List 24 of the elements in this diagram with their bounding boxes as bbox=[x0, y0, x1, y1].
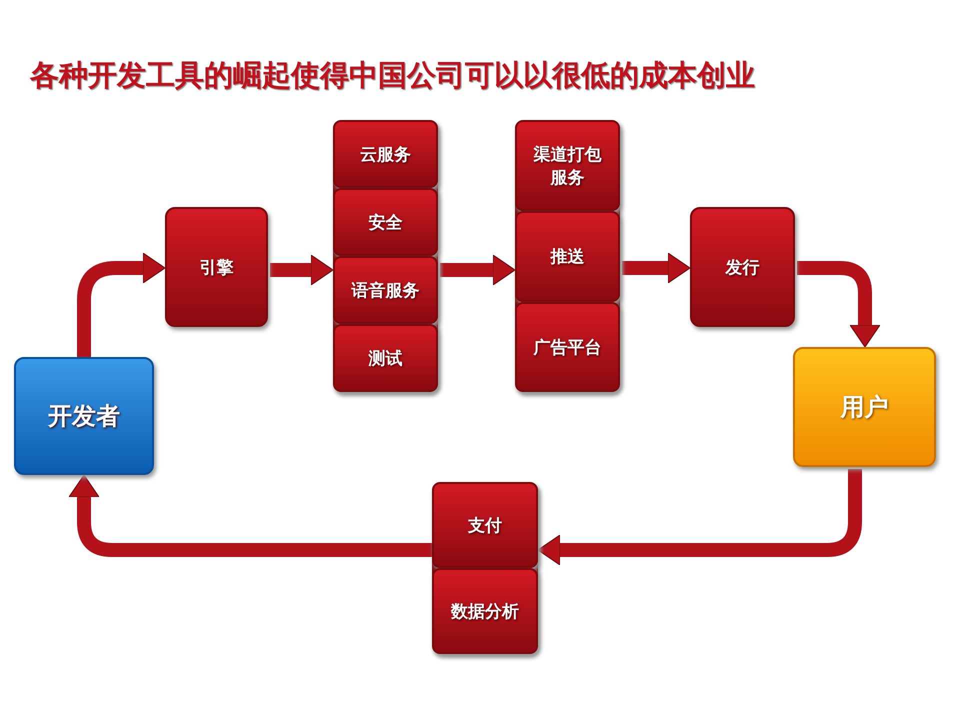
column-panel bbox=[432, 482, 538, 654]
arrow bbox=[622, 252, 690, 284]
arrow bbox=[77, 252, 166, 357]
column-panel bbox=[333, 120, 438, 392]
process-box: 引擎 bbox=[165, 207, 268, 327]
column-panel bbox=[515, 120, 620, 392]
process-box: 发行 bbox=[690, 207, 795, 327]
process-box: 渠道打包服务 bbox=[515, 120, 620, 211]
user-box: 用户 bbox=[793, 347, 936, 467]
arrow bbox=[440, 254, 516, 286]
arrow bbox=[538, 469, 862, 566]
start-box: 开发者 bbox=[14, 357, 154, 475]
process-box: 推送 bbox=[515, 211, 620, 302]
process-box: 语音服务 bbox=[333, 256, 438, 324]
arrow bbox=[68, 474, 432, 557]
process-box: 支付 bbox=[432, 482, 538, 568]
process-box: 测试 bbox=[333, 324, 438, 392]
process-box: 安全 bbox=[333, 188, 438, 256]
process-box: 广告平台 bbox=[515, 302, 620, 392]
process-box: 云服务 bbox=[333, 120, 438, 188]
arrow bbox=[797, 261, 880, 348]
process-box: 数据分析 bbox=[432, 568, 538, 654]
arrow bbox=[270, 254, 334, 286]
title: 各种开发工具的崛起使得中国公司可以以很低的成本创业 bbox=[30, 57, 755, 94]
